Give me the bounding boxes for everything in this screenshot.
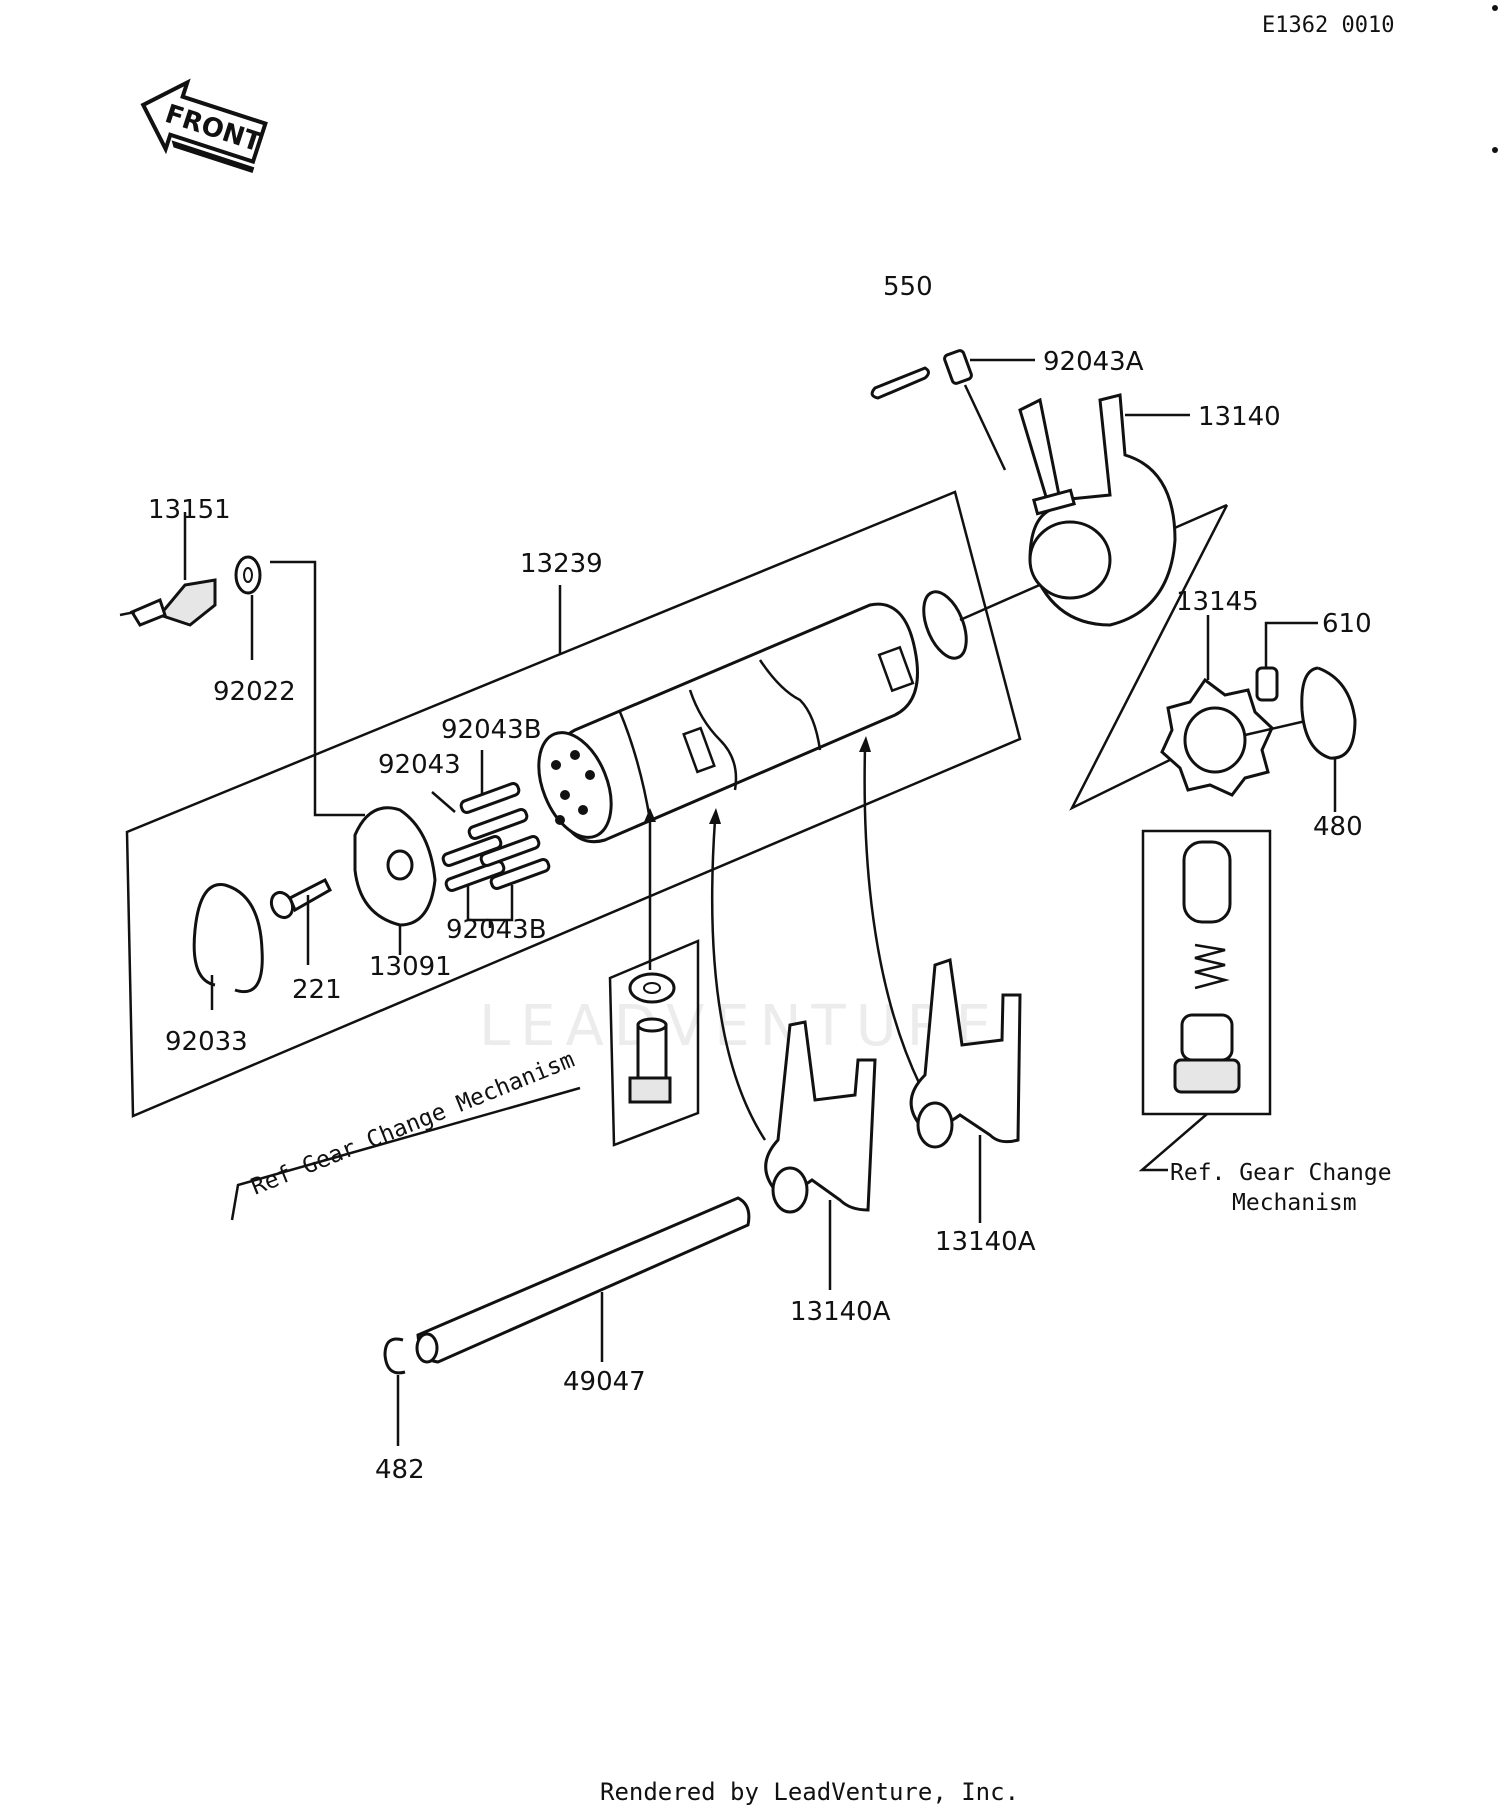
shift-fork-13140 bbox=[1018, 393, 1177, 627]
label-92043a: 92043A bbox=[1043, 347, 1144, 377]
circlip bbox=[192, 883, 264, 993]
edge-dot-top bbox=[1492, 5, 1498, 11]
fork-shaft bbox=[415, 1196, 751, 1364]
cam-plate bbox=[353, 806, 437, 927]
label-13091: 13091 bbox=[369, 952, 452, 982]
ref-label-left: Ref Gear Change Mechanism bbox=[248, 1047, 579, 1201]
assembly-frame bbox=[125, 490, 1022, 1118]
ref-label-right-line2: Mechanism bbox=[1232, 1190, 1357, 1216]
label-92033: 92033 bbox=[165, 1027, 248, 1057]
label-13145: 13145 bbox=[1176, 587, 1259, 617]
label-13140a-left: 13140A bbox=[790, 1297, 891, 1327]
cotter-pin bbox=[870, 366, 930, 400]
label-13239: 13239 bbox=[520, 549, 603, 579]
edge-dot-mid bbox=[1492, 147, 1498, 153]
pin-set bbox=[441, 782, 551, 892]
diagram-code: E1362 0010 bbox=[1262, 13, 1394, 38]
watermark: LEADVENTURE bbox=[479, 994, 1001, 1059]
label-92043b-bottom: 92043B bbox=[446, 915, 547, 945]
label-49047: 49047 bbox=[563, 1367, 646, 1397]
label-610: 610 bbox=[1322, 609, 1372, 639]
neutral-switch bbox=[119, 578, 217, 627]
shift-drum bbox=[537, 590, 968, 843]
pin-610 bbox=[1255, 666, 1279, 702]
e-clip bbox=[383, 1337, 406, 1375]
front-arrow-icon: FRONT bbox=[140, 78, 268, 174]
shift-drum-stopper bbox=[1160, 677, 1274, 797]
circlip-480 bbox=[1300, 666, 1357, 760]
label-480: 480 bbox=[1313, 812, 1363, 842]
label-13140a-right: 13140A bbox=[935, 1227, 1036, 1257]
label-221: 221 bbox=[292, 975, 342, 1005]
shift-fork-13140a-left bbox=[764, 1020, 877, 1214]
label-92043: 92043 bbox=[378, 750, 461, 780]
footer-credit: Rendered by LeadVenture, Inc. bbox=[600, 1778, 1019, 1806]
stopper-bracket bbox=[1069, 504, 1229, 811]
label-92022: 92022 bbox=[213, 677, 296, 707]
detent-spring-assembly bbox=[1173, 840, 1241, 1094]
label-482: 482 bbox=[375, 1455, 425, 1485]
detent-bolt bbox=[628, 972, 676, 1104]
label-13151: 13151 bbox=[148, 495, 231, 525]
ref-label-right-line1: Ref. Gear Change bbox=[1170, 1160, 1392, 1186]
label-550: 550 bbox=[883, 272, 933, 302]
label-92043b-top: 92043B bbox=[441, 715, 542, 745]
label-13140: 13140 bbox=[1198, 402, 1281, 432]
screw bbox=[269, 877, 332, 920]
shift-fork-13140a-right bbox=[909, 958, 1022, 1149]
ref-box-left bbox=[608, 939, 700, 1147]
pin-92043a bbox=[943, 349, 973, 385]
